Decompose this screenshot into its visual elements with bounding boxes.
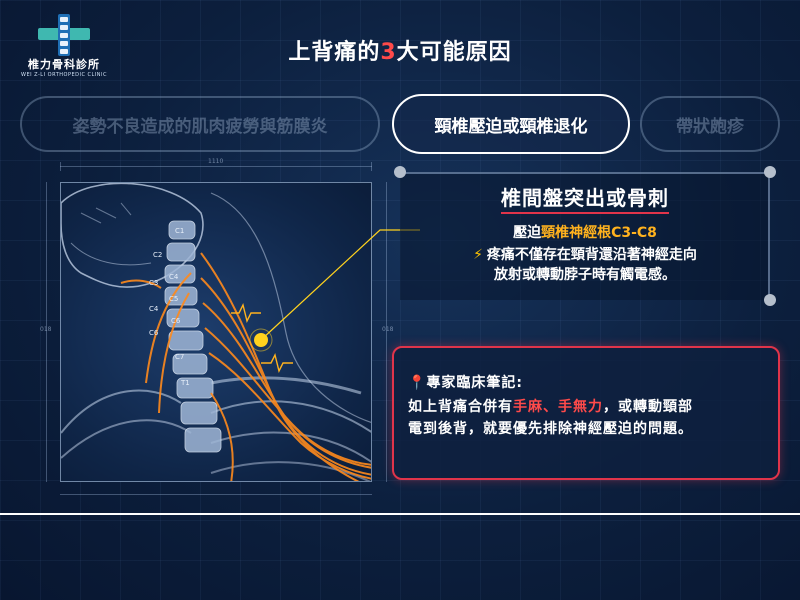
clinic-english-name: WEI Z-LI ORTHOPEDIC CLINIC (21, 72, 107, 78)
vertebra-labels: C1 C2 C3 C4 C4 C5 C6 C6 C7 T1 (149, 227, 190, 387)
vertebra (180, 401, 218, 425)
frame-dot (764, 294, 776, 306)
cervical-spine-illustration: C1 C2 C3 C4 C4 C5 C6 C6 C7 T1 (60, 182, 372, 482)
vertebra (172, 353, 208, 375)
pain-point-halo (249, 328, 273, 352)
vertebra-label: C2 (153, 251, 162, 259)
pulse-line (261, 352, 293, 374)
tab-cervical-compression[interactable]: 頸椎壓迫或頸椎退化 (392, 94, 630, 154)
vertebra-label: C5 (169, 295, 178, 303)
spine-cross-icon (38, 14, 90, 56)
info-title-text: 椎間盤突出或骨刺 (501, 186, 669, 214)
vertebra-label: C6 (149, 329, 159, 337)
title-number: 3 (380, 40, 397, 65)
vertebra-label: C1 (175, 227, 184, 235)
dimension-tick (371, 162, 372, 171)
frame-dot (394, 166, 406, 178)
info-nerve-root-highlight: 頸椎神經根C3-C8 (541, 225, 657, 241)
vertebra-label: T1 (180, 379, 190, 387)
clavicle (210, 376, 362, 395)
note-line2: 電到後背，就要優先排除神經壓迫的問題。 (408, 421, 693, 437)
note-symptom-highlight: 手麻、手無力 (513, 399, 603, 415)
spine-nerve-drawing: C1 C2 C3 C4 C4 C5 C6 C6 C7 T1 (61, 183, 371, 481)
vertebra-label: C6 (171, 317, 181, 325)
info-radiating-line: ⚡疼痛不僅存在頸背還沿著神經走向 (400, 244, 770, 264)
title-prefix: 上背痛的 (288, 40, 381, 65)
callout-line (261, 229, 420, 340)
tab-label: 頸椎壓迫或頸椎退化 (434, 116, 588, 137)
note-line1-a: 如上背痛合併有 (408, 399, 513, 415)
vertebra (164, 264, 196, 284)
nerve (210, 392, 234, 481)
rib (210, 431, 371, 463)
clinic-logo: 椎力骨科診所 WEI Z-LI ORTHOPEDIC CLINIC (14, 10, 114, 80)
dimension-line-left (46, 182, 47, 482)
nerve (204, 327, 371, 466)
nerve-bundle (120, 252, 371, 481)
expert-clinical-note: 📍專家臨床筆記: 如上背痛合併有手麻、手無力，或轉動頸部 電到後背，就要優先排除… (392, 346, 780, 480)
clinic-name: 椎力骨科診所 (28, 58, 100, 71)
tab-posture-muscle-fascia[interactable]: 姿勢不良造成的肌肉疲勞與筋膜炎 (20, 96, 380, 152)
info-panel-frame (400, 172, 770, 300)
info-title: 椎間盤突出或骨刺 (400, 182, 770, 214)
tab-label: 帶狀皰疹 (676, 116, 744, 137)
dimension-tick (60, 162, 61, 171)
note-line1-b: ，或轉動頸部 (603, 399, 693, 415)
info-compression-line: 壓迫頸椎神經根C3-C8 (400, 222, 770, 242)
info-electric-line: 放射或轉動脖子時有觸電感。 (494, 267, 676, 283)
note-heading-text: 專家臨床筆記: (426, 375, 524, 391)
pushpin-icon: 📍 (408, 375, 427, 391)
nerve (120, 279, 162, 289)
title-suffix: 大可能原因 (396, 40, 512, 65)
dimension-label-right: 018 (382, 326, 394, 333)
nerve (208, 352, 371, 480)
dimension-line-top (60, 166, 372, 167)
dimension-line-right (386, 182, 387, 482)
info-line2-text: 疼痛不僅存在頸背還沿著神經走向 (486, 247, 697, 263)
vertebra (168, 220, 196, 240)
vertebra-label: C4 (169, 273, 179, 281)
neck-outline (210, 192, 371, 423)
nerve (158, 292, 190, 414)
vertebra-label: C3 (149, 279, 158, 287)
note-line1: 如上背痛合併有手麻、手無力，或轉動頸部 (408, 396, 693, 416)
pulse-line (231, 302, 261, 324)
teeth-lines (80, 202, 132, 224)
vertebra (164, 286, 198, 306)
nerve (145, 272, 192, 384)
rib (61, 389, 182, 434)
vertebra (176, 377, 214, 399)
tab-label: 姿勢不良造成的肌肉疲勞與筋膜炎 (72, 116, 328, 137)
frame-dot (764, 166, 776, 178)
lightning-bolt-icon: ⚡ (473, 247, 483, 263)
dimension-line-bottom (60, 494, 372, 495)
tab-shingles[interactable]: 帶狀皰疹 (640, 96, 780, 152)
note-heading: 📍專家臨床筆記: (408, 372, 523, 392)
vertebrae-column (164, 220, 222, 453)
info-panel-background (400, 172, 770, 300)
rib (210, 400, 371, 433)
bottom-divider (0, 513, 800, 515)
info-line1-prefix: 壓迫 (513, 225, 542, 241)
vertebra-label: C4 (149, 305, 159, 313)
dimension-label-top: 1110 (208, 158, 224, 165)
dimension-label-left: 018 (40, 326, 52, 333)
vertebra-label: C7 (175, 353, 184, 361)
vertebra (166, 242, 196, 262)
jaw-line (70, 242, 152, 266)
page-title: 上背痛的3大可能原因 (0, 34, 800, 66)
vertebra (184, 427, 222, 453)
rib (61, 419, 192, 459)
